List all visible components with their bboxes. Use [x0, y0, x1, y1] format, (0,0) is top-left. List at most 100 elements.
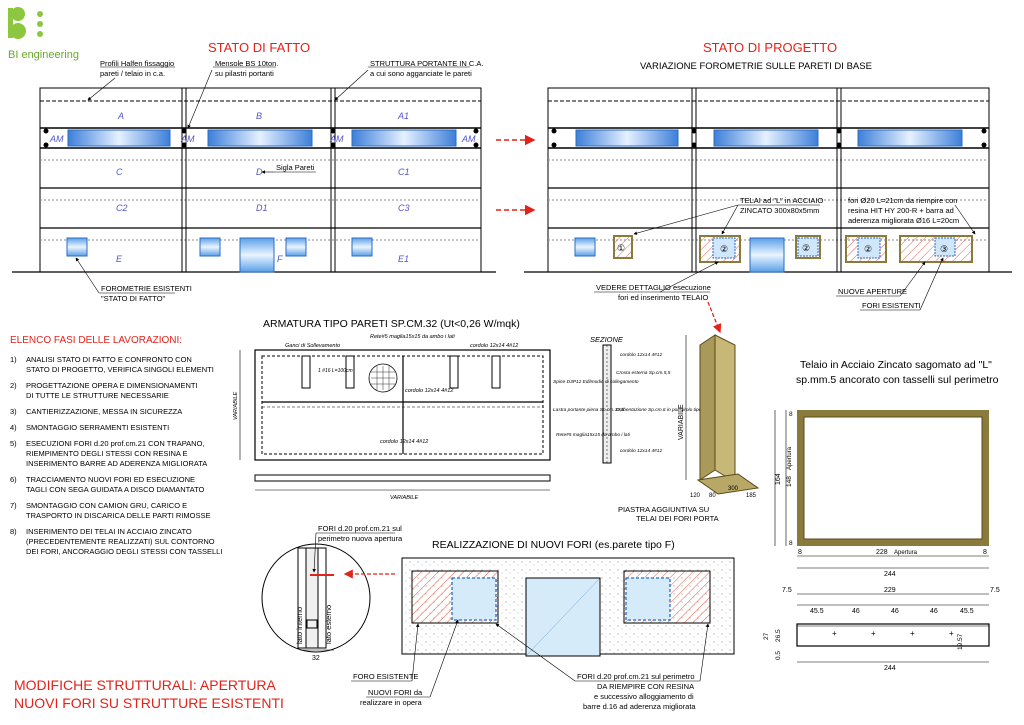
- svg-text:Sigla Pareti: Sigla Pareti: [276, 163, 315, 172]
- svg-text:26.5: 26.5: [775, 629, 782, 642]
- svg-text:Rete#5 maglia15x15 da ambo i l: Rete#5 maglia15x15 da ambo i lati: [370, 334, 455, 340]
- svg-text:perimetro nuova apertura: perimetro nuova apertura: [318, 534, 403, 543]
- svg-text:Mensole BS 10ton.: Mensole BS 10ton.: [215, 59, 278, 68]
- svg-text:cordolo 12x14 4#12: cordolo 12x14 4#12: [470, 343, 518, 349]
- svg-text:244: 244: [884, 571, 896, 578]
- svg-text:80: 80: [709, 493, 716, 499]
- svg-text:cordolo 12x14 4#12: cordolo 12x14 4#12: [620, 352, 662, 358]
- svg-text:FORI ESISTENTI: FORI ESISTENTI: [862, 301, 921, 310]
- svg-text:cordolo 12x14 4#12: cordolo 12x14 4#12: [620, 448, 662, 454]
- fase-text: TRACCIAMENTO NUOVI FORI ED ESECUZIONE: [26, 475, 195, 484]
- telaio-title-line2: sp.mm.5 ancorato con tasselli sul perime…: [796, 374, 999, 386]
- callout-halfen: Profili Halfen fissaggio pareti / telaio…: [87, 59, 175, 101]
- wall-label: C3: [398, 203, 410, 213]
- fase-text: RIEMPIMENTO DEGLI STESSI CON RESINA E: [26, 449, 188, 458]
- svg-text:barre d.16 ad aderenza miglior: barre d.16 ad aderenza migliorata: [583, 702, 696, 711]
- fase-text: SMONTAGGIO CON CAMION GRU, CARICO E: [26, 501, 187, 510]
- fase-text: DI TUTTE LE STRUTTURE NECESSARIE: [26, 391, 169, 400]
- svg-text:FORI d.20 prof.cm.21 sul perim: FORI d.20 prof.cm.21 sul perimetro: [577, 672, 695, 681]
- svg-text:1 #16 L=100cm: 1 #16 L=100cm: [318, 368, 353, 374]
- detail-section: [261, 543, 371, 653]
- svg-text:fori Ø20 L=21cm da riempire co: fori Ø20 L=21cm da riempire con: [848, 196, 957, 205]
- svg-text:realizzare in opera: realizzare in opera: [360, 698, 423, 707]
- wall-label: E1: [398, 254, 409, 264]
- svg-text:su pilastri portanti: su pilastri portanti: [215, 69, 274, 78]
- callout-mensole: Mensole BS 10ton. su pilastri portanti: [187, 59, 278, 129]
- fasi-list: 1) ANALISI STATO DI FATTO E CONFRONTO CON…: [10, 355, 222, 556]
- svg-text:VARIABILE: VARIABILE: [390, 495, 418, 501]
- fase-number: 4): [10, 423, 17, 432]
- svg-text:lato interno: lato interno: [295, 607, 304, 644]
- left-panel-title: STATO DI FATTO: [208, 40, 310, 55]
- fase-text: STATO DI PROGETTO, VERIFICA SINGOLI ELEM…: [26, 365, 214, 374]
- svg-text:FORI d.20 prof.cm.21 sul: FORI d.20 prof.cm.21 sul: [318, 524, 402, 533]
- svg-text:FORO ESISTENTE: FORO ESISTENTE: [353, 672, 418, 681]
- wall-label: D1: [256, 203, 268, 213]
- wall-label: D: [256, 167, 263, 177]
- telaio-3d-labels: VARIABILE 120 80 300 185 PIASTRA AGGIUNT…: [618, 404, 757, 523]
- svg-text:②: ②: [802, 243, 810, 253]
- svg-text:ZINCATO 300x80x5mm: ZINCATO 300x80x5mm: [740, 206, 819, 215]
- armatura-drawing: [239, 349, 551, 491]
- fase-text: PROGETTAZIONE OPERA E DIMENSIONAMENTI: [26, 381, 198, 390]
- svg-text:②: ②: [864, 244, 872, 254]
- svg-text:32: 32: [312, 655, 320, 662]
- transition-arrows: [496, 134, 536, 216]
- callout-dettaglio: VEDERE DETTAGLIO esecuzione fori ed inse…: [594, 261, 719, 302]
- svg-text:Rete#5 maglia15x15 da ambo i l: Rete#5 maglia15x15 da ambo i lati: [556, 432, 631, 438]
- wall-label: AM: [329, 134, 344, 144]
- telaio-title-line1: Telaio in Acciaio Zincato sagomato ad "L…: [800, 359, 992, 371]
- svg-text:Crosta esterna Sp.cm.5,5: Crosta esterna Sp.cm.5,5: [616, 370, 671, 376]
- opening-markers: ① ② ② ② ③: [617, 243, 948, 254]
- fase-number: 2): [10, 381, 17, 390]
- wall-label: C2: [116, 203, 128, 213]
- svg-text:27: 27: [763, 632, 770, 640]
- fase-number: 7): [10, 501, 17, 510]
- svg-text:aderenza migliorata Ø16 L=20cm: aderenza migliorata Ø16 L=20cm: [848, 216, 959, 225]
- brand-logo: [8, 7, 43, 39]
- fase-text: SMONTAGGIO SERRAMENTI ESISTENTI: [26, 423, 169, 432]
- wall-label: E: [116, 254, 123, 264]
- svg-text:VARIABILE: VARIABILE: [678, 404, 685, 440]
- svg-text:a cui sono agganciate le paret: a cui sono agganciate le pareti: [370, 69, 472, 78]
- sezione-drawing: [602, 344, 612, 464]
- svg-text:TELAI DEI FORI PORTA: TELAI DEI FORI PORTA: [636, 514, 719, 523]
- wall-label: F: [277, 254, 283, 264]
- svg-text:19.57: 19.57: [957, 633, 964, 650]
- svg-text:+: +: [832, 629, 837, 638]
- wall-label: A1: [397, 111, 409, 121]
- svg-text:46: 46: [852, 608, 860, 615]
- svg-text:DA RIEMPIRE CON RESINA: DA RIEMPIRE CON RESINA: [597, 682, 694, 691]
- svg-text:8: 8: [798, 549, 802, 556]
- fase-text: TRASPORTO IN DISCARICA DELLE PARTI RIMOS…: [26, 511, 211, 520]
- fase-text: INSERIMENTO BARRE AD ADERENZA MIGLIORATA: [26, 459, 207, 468]
- right-panel-title: STATO DI PROGETTO: [703, 40, 837, 55]
- fase-text: ANALISI STATO DI FATTO E CONFRONTO CON: [26, 355, 192, 364]
- svg-text:VARIABILE: VARIABILE: [233, 392, 239, 420]
- callout-nuove-aperture: NUOVE APERTURE: [836, 261, 926, 297]
- telaio-plan-dims: 7.5 229 7.5 45.5 46 46 46 45.5 27 26.5 0…: [763, 587, 1000, 672]
- callout-telai: TELAI ad "L" in ACCIAIO ZINCATO 300x80x5…: [633, 196, 823, 235]
- svg-text:244: 244: [884, 665, 896, 672]
- fase-number: 1): [10, 355, 17, 364]
- svg-text:Apertura: Apertura: [787, 446, 793, 470]
- fase-text: CANTIERIZZAZIONE, MESSA IN SICUREZZA: [26, 407, 182, 416]
- svg-text:46: 46: [891, 608, 899, 615]
- svg-text:228: 228: [876, 549, 888, 556]
- svg-text:8: 8: [789, 540, 793, 547]
- sezione-labels: cordolo 12x14 4#12 Crosta esterna Sp.cm.…: [553, 352, 706, 454]
- fase-text: TAGLI CON SEGA GUIDATA A DISCO DIAMANTAT…: [26, 485, 205, 494]
- svg-text:pareti / telaio in c.a.: pareti / telaio in c.a.: [100, 69, 165, 78]
- callout-sigla-pareti: Sigla Pareti: [261, 163, 316, 174]
- fase-number: 6): [10, 475, 17, 484]
- realizzazione-wall: [401, 557, 735, 657]
- svg-text:229: 229: [884, 587, 896, 594]
- svg-text:①: ①: [617, 243, 625, 253]
- svg-text:+: +: [871, 629, 876, 638]
- footer-line1: MODIFICHE STRUTTURALI: APERTURA: [14, 677, 277, 693]
- svg-text:0.5: 0.5: [775, 651, 782, 660]
- wall-label: AM: [49, 134, 64, 144]
- right-elevation: [524, 87, 1012, 273]
